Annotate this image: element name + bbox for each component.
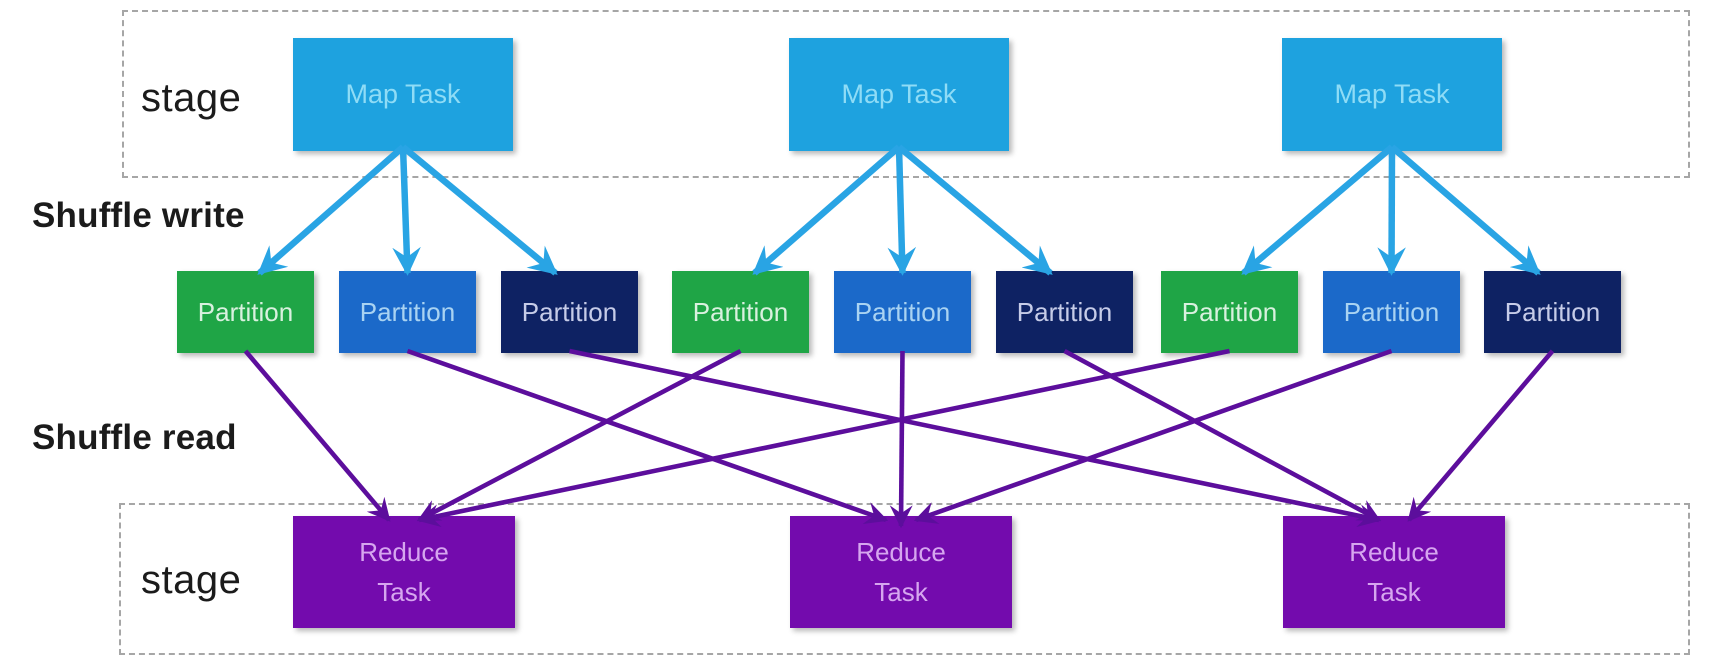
- map-task-box: Map Task: [1282, 38, 1502, 151]
- map-task-box: Map Task: [789, 38, 1009, 151]
- shuffle-write-label: Shuffle write: [32, 196, 245, 235]
- reduce-task-label-line1: Reduce: [856, 536, 946, 567]
- map-task-box: Map Task: [293, 38, 513, 151]
- partition-box: Partition: [339, 271, 476, 353]
- map-stage-label: stage: [141, 76, 242, 120]
- shuffle-read-arrow: [406, 348, 889, 524]
- shuffle-read-arrow: [1407, 349, 1555, 522]
- partition-box: Partition: [996, 271, 1133, 353]
- reduce-task-label-line2: Task: [1367, 577, 1421, 607]
- reduce-task-label-line1: Reduce: [359, 536, 449, 567]
- partition-box: Partition: [1484, 271, 1621, 353]
- partition-box: Partition: [1323, 271, 1460, 353]
- partition-box: Partition: [672, 271, 809, 353]
- partition-box: Partition: [177, 271, 314, 353]
- reduce-task-label-line2: Task: [874, 577, 928, 607]
- reduce-task-label-line1: Reduce: [1349, 536, 1439, 567]
- reduce-task-box: Reduce Task: [293, 516, 515, 628]
- reduce-task-label-line2: Task: [377, 577, 431, 607]
- shuffle-read-arrow: [1063, 348, 1382, 523]
- reduce-stage-label: stage: [141, 558, 242, 602]
- shuffle-read-arrow: [243, 349, 391, 522]
- shuffle-read-arrow: [416, 348, 742, 523]
- partition-box: Partition: [834, 271, 971, 353]
- partition-box: Partition: [1161, 271, 1298, 353]
- shuffle-read-arrow: [416, 348, 1230, 528]
- reduce-task-box: Reduce Task: [1283, 516, 1505, 628]
- shuffle-read-arrow: [913, 348, 1393, 524]
- reduce-task-box: Reduce Task: [790, 516, 1012, 628]
- partition-box: Partition: [501, 271, 638, 353]
- shuffle-read-label: Shuffle read: [32, 418, 237, 457]
- shuffle-read-arrow: [889, 350, 913, 529]
- shuffle-read-arrow: [569, 348, 1382, 528]
